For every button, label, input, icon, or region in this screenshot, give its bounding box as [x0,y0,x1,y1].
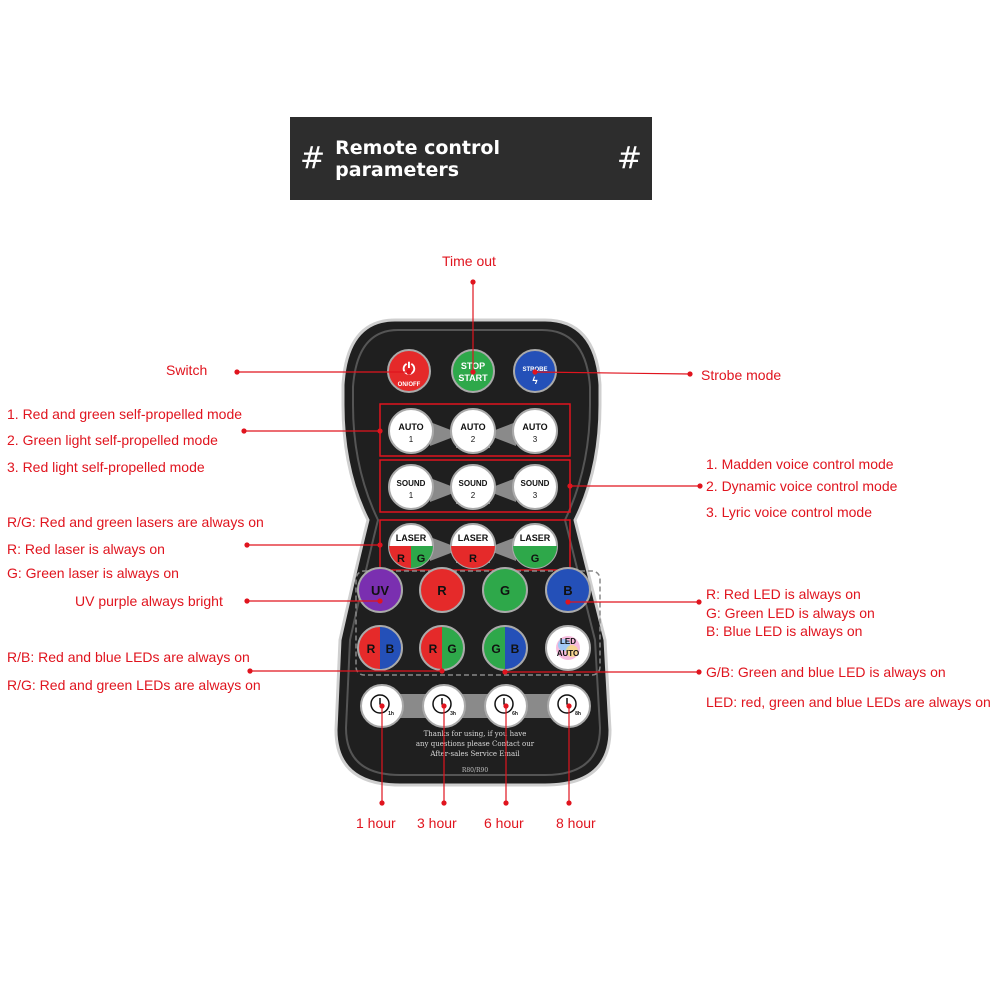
label-time-out: Time out [442,253,496,269]
auto-1-label: AUTO [398,422,423,432]
led-rb-b: B [386,642,395,656]
sound-2-number: 2 [471,491,476,500]
sound-3-label: SOUND [521,479,550,488]
led-auto-button[interactable]: LED AUTO [545,625,591,671]
auto-2-button[interactable]: AUTO 2 [450,408,496,454]
led-r-label: R [437,583,447,598]
footer-line-3: After-sales Service Email [429,750,520,758]
on-off-label: ON/OFF [398,382,421,388]
clock-icon [370,694,390,714]
led-r-button[interactable]: R [419,567,465,613]
led-g-label: G [500,583,510,598]
label-led-g: G: Green LED is always on [706,605,875,621]
label-led-rg: R/G: Red and green LEDs are always on [7,677,261,693]
timer-connector [375,694,575,718]
label-sound-3: 3. Lyric voice control mode [706,504,872,520]
sound-3-button[interactable]: SOUND 3 [512,464,558,510]
sound-1-label: SOUND [397,479,426,488]
led-auto-auto: AUTO [557,649,580,658]
auto-3-number: 3 [533,435,538,444]
laser-rg-r: R [397,553,405,565]
start-label: START [458,373,488,383]
on-off-button[interactable]: ⏻ ON/OFF [387,349,431,393]
led-g-button[interactable]: G [482,567,528,613]
laser-r-r: R [469,553,477,565]
sound-2-label: SOUND [459,479,488,488]
label-led-r: R: Red LED is always on [706,586,861,602]
laser-g-button[interactable]: LASER G [512,523,558,569]
label-led-auto: LED: red, green and blue LEDs are always… [706,694,991,710]
laser-g-label: LASER [520,533,551,543]
label-auto-1: 1. Red and green self-propelled mode [7,406,243,422]
auto-3-label: AUTO [522,422,547,432]
uv-label: UV [371,583,389,598]
laser-rg-label: LASER [396,533,427,543]
label-hour-1: 1 hour [356,815,396,831]
label-hour-8: 8 hour [556,815,596,831]
footer-line-2: any questions please Contact our [416,740,535,748]
remote-inner-rim [344,329,602,776]
label-hour-3: 3 hour [417,815,457,831]
led-rg-g: G [447,642,456,656]
label-laser-rg: R/G: Red and green lasers are always on [7,514,264,530]
led-rb-button[interactable]: R B [357,625,403,671]
led-group-box [355,570,601,676]
timer-3h-label: 3h [450,711,456,717]
label-uv: UV purple always bright [75,593,223,609]
label-strobe-mode: Strobe mode [701,367,782,383]
label-led-rb: R/B: Red and blue LEDs are always on [7,649,250,665]
label-hour-6: 6 hour [484,815,524,831]
led-rg-button[interactable]: R G [419,625,465,671]
clock-icon [494,694,514,714]
laser-g-g: G [531,553,540,565]
title-hash-right: # [616,141,642,176]
label-laser-r: R: Red laser is always on [7,541,165,557]
footer-line-1: Thanks for using, if you have [424,730,527,738]
clock-icon [432,694,452,714]
led-b-label: B [563,583,572,598]
label-auto-3: 3. Red light self-propelled mode [7,459,205,475]
title-hash-left: # [300,141,326,176]
label-auto-2: 2. Green light self-propelled mode [7,432,218,448]
sound-1-number: 1 [409,491,414,500]
laser-rg-button[interactable]: LASER R G [388,523,434,569]
label-sound-2: 2. Dynamic voice control mode [706,478,898,494]
auto-2-number: 2 [471,435,476,444]
led-gb-g: G [491,642,500,656]
led-b-button[interactable]: B [545,567,591,613]
label-led-gb: G/B: Green and blue LED is always on [706,664,946,680]
sound-3-number: 3 [533,491,538,500]
led-gb-button[interactable]: G B [482,625,528,671]
title-banner: # Remote control parameters # [290,117,652,200]
led-auto-led: LED [560,637,576,646]
label-sound-1: 1. Madden voice control mode [706,456,894,472]
led-rb-r: R [367,642,376,656]
sound-1-button[interactable]: SOUND 1 [388,464,434,510]
page-title: Remote control parameters [335,136,500,181]
auto-2-label: AUTO [460,422,485,432]
laser-rg-g: G [417,553,426,565]
model-number: R80/R90 [462,767,489,774]
label-switch: Switch [166,362,208,378]
auto-3-button[interactable]: AUTO 3 [512,408,558,454]
uv-button[interactable]: UV [357,567,403,613]
auto-1-button[interactable]: AUTO 1 [388,408,434,454]
laser-r-label: LASER [458,533,489,543]
auto-1-number: 1 [409,435,414,444]
led-gb-b: B [511,642,520,656]
clock-icon [557,694,577,714]
laser-r-button[interactable]: LASER R [450,523,496,569]
sound-2-button[interactable]: SOUND 2 [450,464,496,510]
callout-strobe [534,371,691,375]
lightning-icon: ϟ [532,376,538,387]
label-laser-g: G: Green laser is always on [7,565,179,581]
led-rg-r: R [429,642,438,656]
timer-8h-label: 8h [575,711,581,717]
timer-1h-label: 1h [388,711,394,717]
timer-6h-label: 6h [512,711,518,717]
label-led-b: B: Blue LED is always on [706,623,863,639]
